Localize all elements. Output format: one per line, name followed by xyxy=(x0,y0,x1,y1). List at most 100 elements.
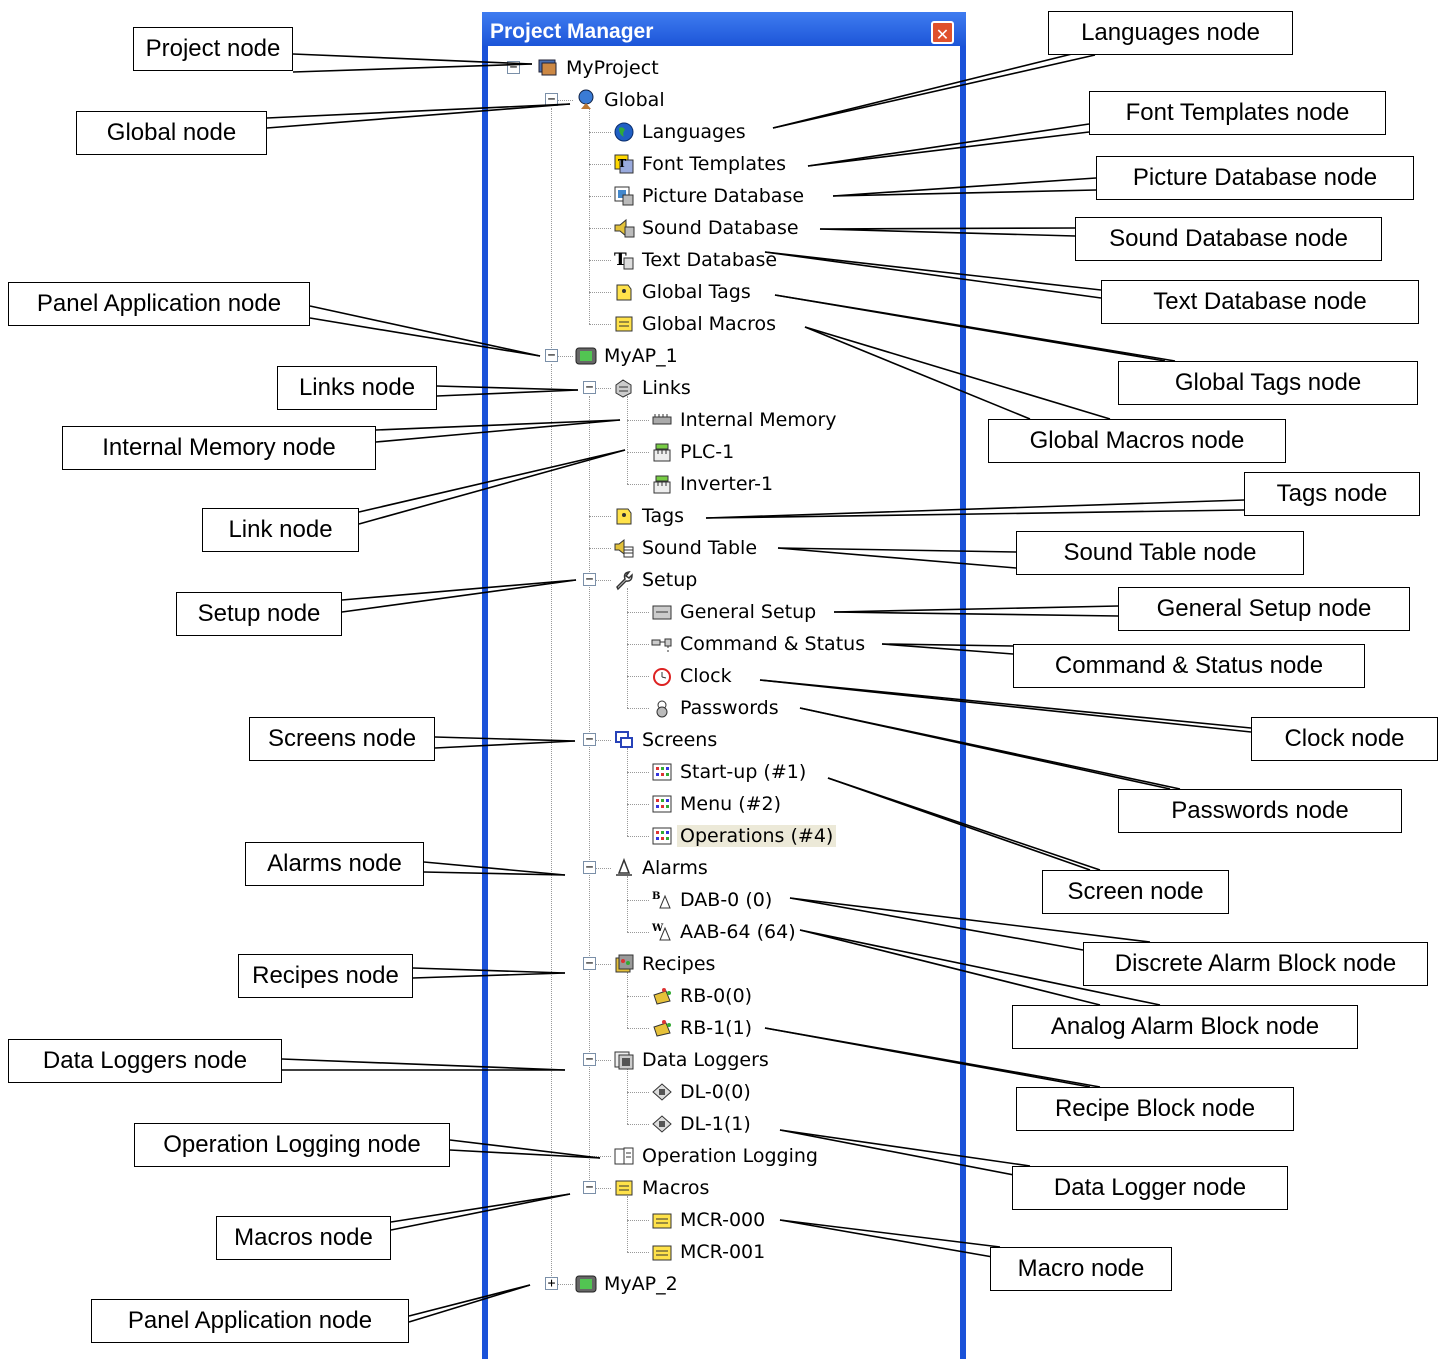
callout-picture-database-node: Picture Database node xyxy=(1096,156,1414,200)
tree-node-label: AAB-64 (64) xyxy=(680,921,796,943)
tree-node-global-tags[interactable]: Global Tags xyxy=(613,278,754,306)
collapse-toggle-macros[interactable]: − xyxy=(583,1181,596,1194)
collapse-toggle-alarms[interactable]: − xyxy=(583,861,596,874)
close-button[interactable]: ✕ xyxy=(931,21,954,44)
collapse-toggle-recipes[interactable]: − xyxy=(583,957,596,970)
tree-guide-line xyxy=(589,868,611,869)
callout-global-macros-node: Global Macros node xyxy=(988,419,1286,463)
tree-guide-line xyxy=(627,772,649,773)
tree-node-alarms[interactable]: Alarms xyxy=(613,854,711,882)
macros-icon xyxy=(613,313,635,335)
tree-node-command-status[interactable]: Command & Status xyxy=(651,630,868,658)
tree-node-setup[interactable]: Setup xyxy=(613,566,700,594)
tree-node-data-loggers[interactable]: Data Loggers xyxy=(613,1046,772,1074)
collapse-toggle-links[interactable]: − xyxy=(583,381,596,394)
tree-node-label: Global Tags xyxy=(642,281,751,303)
tree-node-aab-64[interactable]: W AAB-64 (64) xyxy=(651,918,799,946)
tree-node-passwords[interactable]: Passwords xyxy=(651,694,782,722)
tree-node-macros[interactable]: Macros xyxy=(613,1174,712,1202)
tree-node-label: Data Loggers xyxy=(642,1049,769,1071)
tree-node-operation-logging[interactable]: Operation Logging xyxy=(613,1142,821,1170)
sound-database-icon xyxy=(613,217,635,239)
screen-icon xyxy=(651,761,673,783)
callout-macro-node: Macro node xyxy=(990,1247,1172,1291)
tree-node-sound-table[interactable]: Sound Table xyxy=(613,534,760,562)
tree-node-label: MCR-000 xyxy=(680,1209,766,1231)
tree-node-sound-database[interactable]: Sound Database xyxy=(613,214,802,242)
tree-node-label: Global Macros xyxy=(642,313,777,335)
panel-icon xyxy=(575,345,597,367)
collapse-toggle-myproject[interactable]: − xyxy=(507,61,520,74)
tree-node-picture-database[interactable]: Picture Database xyxy=(613,182,807,210)
collapse-toggle-data-loggers[interactable]: − xyxy=(583,1053,596,1066)
tree-guide-line xyxy=(589,580,611,581)
tree-guide-line xyxy=(627,612,649,613)
tree-guide-line xyxy=(589,1156,611,1157)
tree-node-label: Global xyxy=(604,89,665,111)
tree-node-clock[interactable]: Clock xyxy=(651,662,735,690)
tree-guide-line xyxy=(627,644,649,645)
tree-guide-line xyxy=(589,108,590,324)
callout-languages-node: Languages node xyxy=(1048,11,1293,55)
tree-node-myap-1[interactable]: MyAP_1 xyxy=(575,342,681,370)
tree-node-dl-1[interactable]: DL-1(1) xyxy=(651,1110,754,1138)
tree-node-links[interactable]: Links xyxy=(613,374,694,402)
tree-node-menu[interactable]: Menu (#2) xyxy=(651,790,784,818)
callout-sound-database-node: Sound Database node xyxy=(1075,217,1382,261)
tree-node-startup[interactable]: Start-up (#1) xyxy=(651,758,809,786)
tree-node-global[interactable]: Global xyxy=(575,86,668,114)
callout-tags-node: Tags node xyxy=(1244,472,1420,516)
expand-toggle-myap-2[interactable]: + xyxy=(545,1277,558,1290)
tree-node-tags[interactable]: Tags xyxy=(613,502,687,530)
tree-node-label: MyAP_2 xyxy=(604,1273,678,1295)
analog-alarm-icon: W xyxy=(651,921,673,943)
callout-analog-alarm-block-node: Analog Alarm Block node xyxy=(1012,1005,1358,1049)
tree-node-internal-memory[interactable]: Internal Memory xyxy=(651,406,840,434)
collapse-toggle-screens[interactable]: − xyxy=(583,733,596,746)
tree-node-myap-2[interactable]: MyAP_2 xyxy=(575,1270,681,1298)
recipe-icon xyxy=(651,1017,673,1039)
tree-node-general-setup[interactable]: General Setup xyxy=(651,598,819,626)
tree-node-mcr-001[interactable]: MCR-001 xyxy=(651,1238,768,1266)
tree-node-languages[interactable]: Languages xyxy=(613,118,749,146)
tree-node-myproject[interactable]: MyProject xyxy=(537,54,662,82)
tree-node-global-macros[interactable]: Global Macros xyxy=(613,310,779,338)
tree-guide-line xyxy=(589,516,611,517)
tree-node-label: Start-up (#1) xyxy=(680,761,807,783)
tree-node-label: MyAP_1 xyxy=(604,345,678,367)
collapse-toggle-setup[interactable]: − xyxy=(583,573,596,586)
tree-guide-line xyxy=(551,108,552,356)
tree-node-rb-0[interactable]: RB-0(0) xyxy=(651,982,755,1010)
title-bar[interactable]: Project Manager ✕ xyxy=(482,12,966,46)
tree-node-label: Passwords xyxy=(680,697,779,719)
tree-node-label: Font Templates xyxy=(642,153,787,175)
tree-guide-line xyxy=(627,1220,649,1221)
collapse-toggle-global[interactable]: − xyxy=(545,93,558,106)
tree-node-label: MCR-001 xyxy=(680,1241,766,1263)
tree-node-operations[interactable]: Operations (#4) xyxy=(651,822,837,850)
tree-node-inverter-1[interactable]: Inverter-1 xyxy=(651,470,776,498)
tree-node-dl-0[interactable]: DL-0(0) xyxy=(651,1078,754,1106)
callout-text-database-node: Text Database node xyxy=(1101,280,1419,324)
callout-data-loggers-node: Data Loggers node xyxy=(8,1039,282,1083)
macros-icon xyxy=(613,1177,635,1199)
data-logger-icon xyxy=(651,1113,673,1135)
svg-text:W: W xyxy=(651,923,664,934)
tree-guide-line xyxy=(589,164,611,165)
memory-chip-icon xyxy=(651,409,673,431)
screens-icon xyxy=(613,729,635,751)
tree-node-mcr-000[interactable]: MCR-000 xyxy=(651,1206,768,1234)
tree-node-plc-1[interactable]: PLC-1 xyxy=(651,438,737,466)
tree-node-label: Macros xyxy=(642,1177,710,1199)
tree-node-rb-1[interactable]: RB-1(1) xyxy=(651,1014,755,1042)
collapse-toggle-myap-1[interactable]: − xyxy=(545,349,558,362)
tree-guide-line xyxy=(627,1092,649,1093)
callout-panel-application-node-2: Panel Application node xyxy=(91,1299,409,1343)
tree-node-recipes[interactable]: Recipes xyxy=(613,950,718,978)
tree-node-screens[interactable]: Screens xyxy=(613,726,720,754)
tree-guide-line xyxy=(627,420,649,421)
